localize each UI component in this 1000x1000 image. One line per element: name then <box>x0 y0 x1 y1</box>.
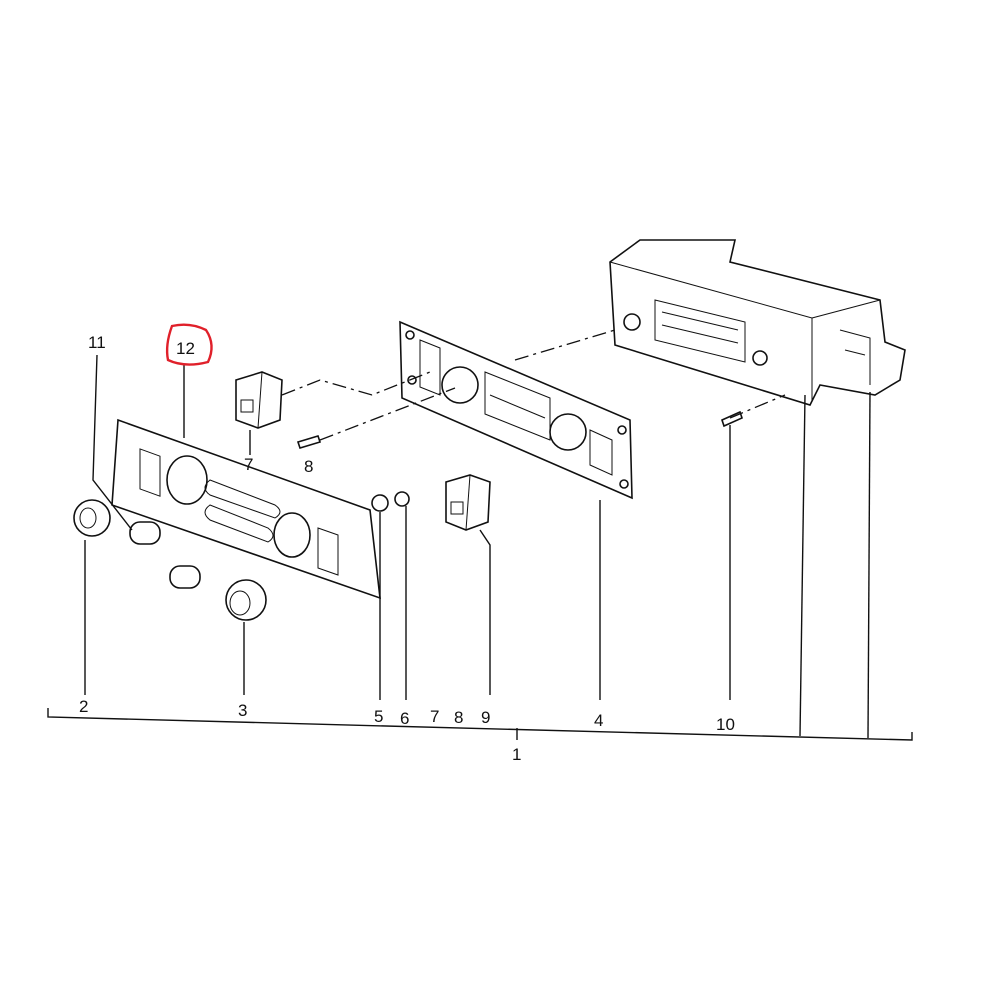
switch-part-7 <box>235 371 283 429</box>
bulb-part-8 <box>296 435 322 449</box>
switch-part-9 <box>445 474 491 531</box>
nut-part-5 <box>371 494 389 512</box>
face-plate-part-12 <box>111 418 381 600</box>
callout-6: 6 <box>400 709 409 728</box>
callout-11: 11 <box>88 333 106 352</box>
callout-3: 3 <box>238 701 247 720</box>
callout-7-bottom: 7 <box>430 707 439 726</box>
button-part-11 <box>129 521 161 545</box>
front-frame-part-4 <box>399 320 633 500</box>
callout-2: 2 <box>79 697 88 716</box>
button-cap <box>169 565 201 589</box>
control-unit-housing <box>609 239 906 406</box>
callout-10: 10 <box>716 715 735 734</box>
callout-12: 12 <box>176 339 195 358</box>
callout-9: 9 <box>481 708 490 727</box>
knob-part-2 <box>73 499 111 537</box>
knob-part-3 <box>225 579 267 621</box>
callout-8-bottom: 8 <box>454 708 463 727</box>
washer-part-6 <box>394 491 410 507</box>
assembly-bracket <box>47 708 913 741</box>
highlight-circle <box>165 323 213 366</box>
callout-5: 5 <box>374 707 383 726</box>
callout-7-top: 7 <box>244 455 253 474</box>
callout-8-top: 8 <box>304 457 313 476</box>
callout-4: 4 <box>594 711 603 730</box>
callout-1: 1 <box>512 745 521 764</box>
